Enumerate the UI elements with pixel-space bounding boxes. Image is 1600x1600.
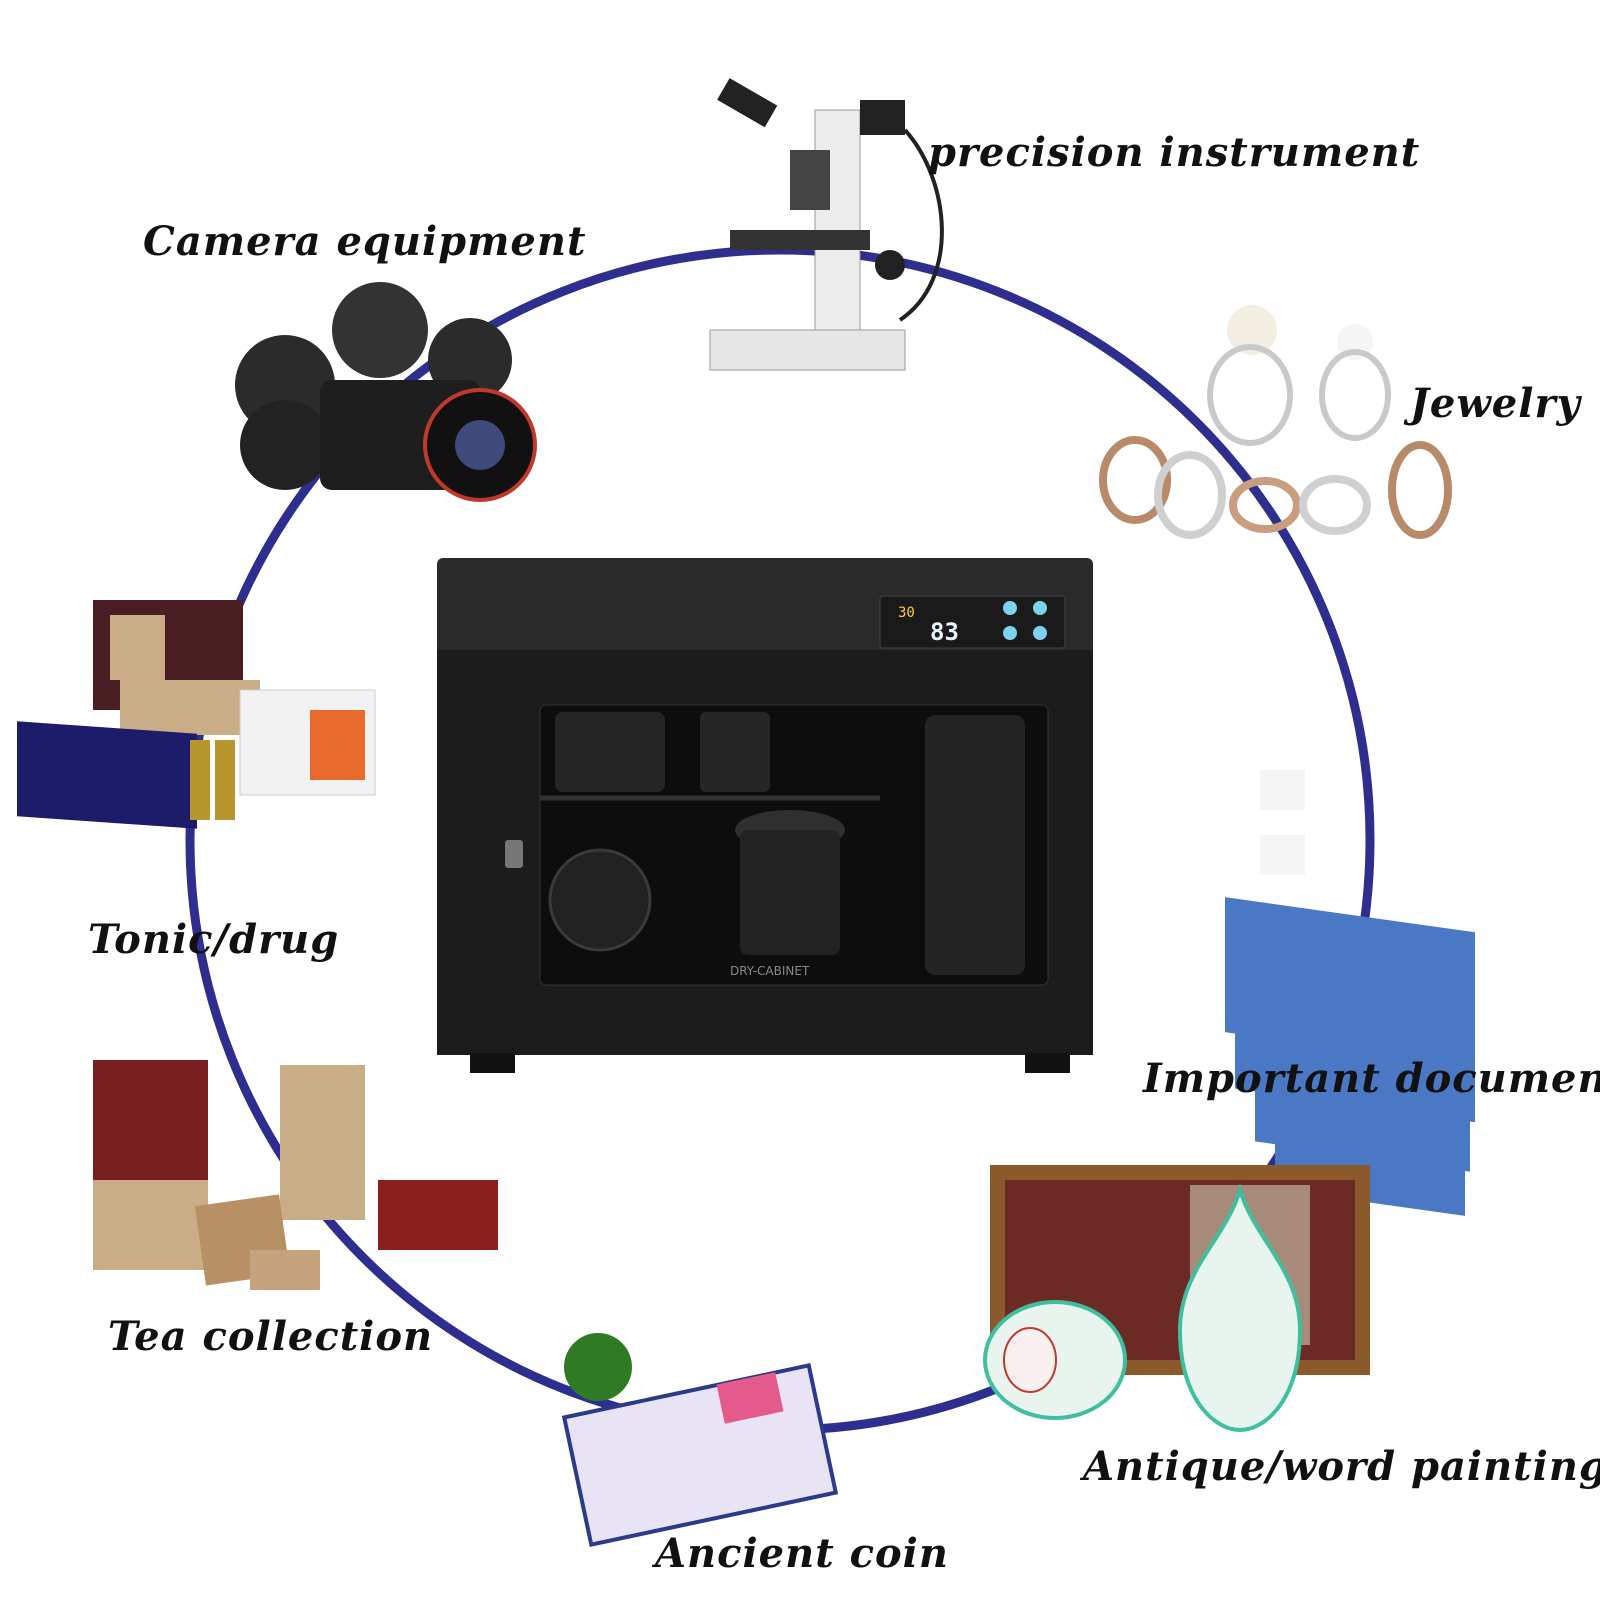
- control-button[interactable]: [1033, 601, 1047, 615]
- label-jewelry: Jewelry: [1403, 380, 1583, 427]
- label-important-document: Important document: [1142, 1055, 1600, 1102]
- control-button[interactable]: [1033, 626, 1047, 640]
- label-ancient-coin: Ancient coin: [651, 1530, 949, 1577]
- control-button[interactable]: [1003, 626, 1017, 640]
- binders-icon: [1225, 770, 1475, 1216]
- camera-icon: [235, 282, 537, 502]
- label-tea-collection: Tea collection: [108, 1313, 433, 1360]
- control-button[interactable]: [1003, 601, 1017, 615]
- door-lock[interactable]: [505, 840, 523, 868]
- label-antique-word-painting: Antique/word painting: [1079, 1443, 1600, 1490]
- display-main-value: 83: [930, 618, 959, 646]
- medicine-boxes-icon: [17, 600, 376, 829]
- rings-icon: [1099, 305, 1452, 539]
- display-left-value: 30: [898, 605, 915, 621]
- label-camera-equipment: Camera equipment: [143, 218, 586, 265]
- microscope-icon: [709, 78, 944, 371]
- dry-cabinet: 30 83 DRY-CABINET: [437, 558, 1093, 1073]
- vase-painting-icon: [983, 1165, 1370, 1433]
- stamp-album-icon: [561, 1333, 839, 1547]
- display-panel: [879, 595, 1066, 649]
- label-precision-instrument: precision instrument: [928, 129, 1420, 176]
- brand-label: DRY-CABINET: [730, 964, 810, 978]
- tea-boxes-icon: [93, 1060, 498, 1290]
- label-tonic-drug: Tonic/drug: [88, 916, 339, 963]
